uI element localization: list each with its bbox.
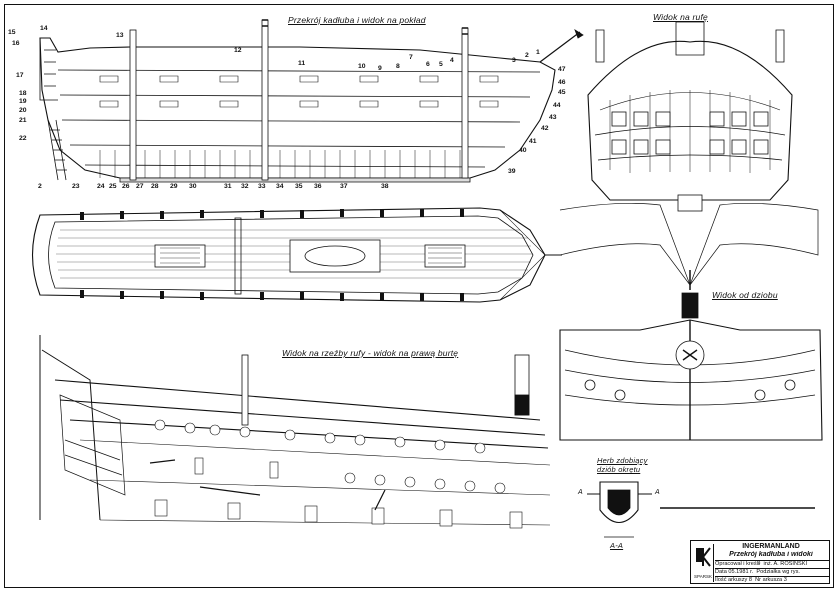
part-number: 19 <box>19 98 27 105</box>
part-number: 8 <box>396 63 400 70</box>
part-number: 14 <box>40 25 48 32</box>
section-letter-left: A <box>578 489 583 496</box>
section-letter-right: A <box>655 489 660 496</box>
part-number: 5 <box>439 61 443 68</box>
part-number: 2 <box>38 183 42 190</box>
part-number: 6 <box>426 61 430 68</box>
bow-view-heading: Widok od dziobu <box>712 290 778 300</box>
stern-view-drawing <box>559 21 819 290</box>
part-number: 13 <box>116 32 124 39</box>
part-number: 17 <box>16 72 24 79</box>
part-number: 21 <box>19 117 27 124</box>
part-number: 9 <box>378 65 382 72</box>
coat-of-arms-heading-line2: dziób okrętu <box>597 465 641 474</box>
part-number: 20 <box>19 107 27 114</box>
part-number: 23 <box>72 183 80 190</box>
part-number: 1 <box>536 49 540 56</box>
drawing-title: Przekrój kadłuba i widoki <box>729 551 813 558</box>
coat-of-arms-heading-line1: Herb zdobiący <box>597 456 648 465</box>
part-number: 3 <box>512 57 516 64</box>
scale-label: Podziałka <box>756 569 781 575</box>
part-number: 15 <box>8 29 16 36</box>
part-number: 45 <box>558 89 566 96</box>
part-number: 11 <box>298 60 306 67</box>
hull-section-drawing <box>39 19 584 183</box>
part-number: 37 <box>340 183 348 190</box>
part-number: 4 <box>450 57 454 64</box>
carvings-view-heading: Widok na rzeźby rufy - widok na prawą bu… <box>282 348 459 358</box>
part-number: 33 <box>258 183 266 190</box>
part-number: 36 <box>314 183 322 190</box>
scale-value: wg rys. <box>782 569 800 575</box>
title-block: SPARSK INGERMANLAND Przekrój kadłuba i w… <box>690 540 830 584</box>
part-number: 28 <box>151 183 159 190</box>
part-number: 27 <box>136 183 144 190</box>
part-number: 32 <box>241 183 249 190</box>
bow-view-drawing <box>559 292 823 441</box>
sheets-label: Ilość arkuszy <box>715 577 748 583</box>
date-label: Data <box>715 569 727 575</box>
part-number: 34 <box>276 183 284 190</box>
author-label: Opracował i kreślił <box>715 561 761 567</box>
part-number: 2 <box>525 52 529 59</box>
sheet-number-value: 3 <box>783 577 787 583</box>
part-number: 41 <box>529 138 537 145</box>
part-number: 25 <box>109 183 117 190</box>
part-number: 22 <box>19 135 27 142</box>
part-number: 26 <box>122 183 130 190</box>
part-number: 16 <box>12 40 20 47</box>
sheet-border <box>4 4 834 588</box>
date-value: 05.1981 r. <box>728 569 754 575</box>
part-number: 44 <box>553 102 561 109</box>
part-number: 31 <box>224 183 232 190</box>
author-name: inż. A. ROSIŃSKI <box>763 561 808 567</box>
part-number: 18 <box>19 90 27 97</box>
carvings-view-drawing <box>39 335 551 529</box>
sheet-number-label: Nr arkusza <box>755 577 783 583</box>
publisher-logo-icon <box>696 547 711 567</box>
stern-view-heading: Widok na rufę <box>653 12 708 22</box>
part-number: 29 <box>170 183 178 190</box>
part-number: 12 <box>234 47 242 54</box>
part-number: 40 <box>519 147 527 154</box>
section-view-heading: Przekrój kadłuba i widok na pokład <box>288 15 426 25</box>
part-number: 24 <box>97 183 105 190</box>
sheets-value: 8 <box>748 577 753 583</box>
part-number: 47 <box>558 66 566 73</box>
part-number: 43 <box>549 114 557 121</box>
publisher-logo: SPARSK <box>693 544 714 582</box>
ship-name: INGERMANLAND <box>742 543 800 550</box>
deck-plan-drawing <box>31 207 562 303</box>
part-number: 38 <box>381 183 389 190</box>
part-number: 46 <box>558 79 566 86</box>
publisher-name: SPARSK <box>694 574 712 579</box>
part-number: 42 <box>541 125 549 132</box>
part-number: 30 <box>189 183 197 190</box>
coat-of-arms-drawing <box>587 481 815 538</box>
part-number: 39 <box>508 168 516 175</box>
part-number: 35 <box>295 183 303 190</box>
part-number: 10 <box>358 63 366 70</box>
section-mark: A-A <box>610 541 624 550</box>
part-number: 7 <box>409 54 413 61</box>
